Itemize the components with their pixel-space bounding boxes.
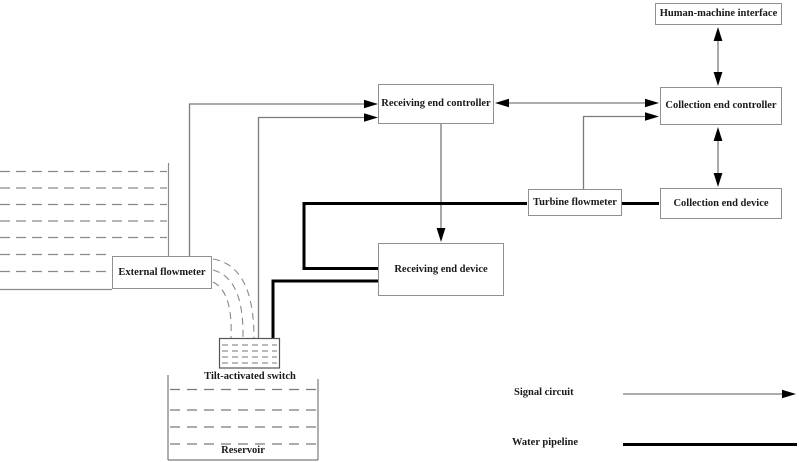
box-collection-end-controller: Collection end controller — [660, 87, 782, 125]
legend-signal-arrowhead — [782, 389, 796, 399]
legend-water-pipeline-label: Water pipeline — [512, 437, 579, 448]
signal-lines — [188, 39, 783, 395]
box-collection-end-device: Collection end device — [660, 188, 782, 219]
reservoir-tank — [167, 375, 319, 461]
box-turbine-flowmeter: Turbine flowmeter — [528, 189, 622, 216]
legend-signal-circuit-label: Signal circuit — [514, 387, 574, 398]
pipe-receiving-device-to-turbine — [302, 202, 527, 270]
box-human-machine-interface: Human-machine interface — [655, 3, 782, 25]
label-tilt-activated-switch: Tilt-activated switch — [204, 371, 296, 382]
pipe-tilt-switch-to-receiving-device — [271, 279, 378, 338]
water-pipelines — [271, 202, 797, 446]
water-channel — [0, 163, 170, 291]
box-receiving-end-device: Receiving end device — [378, 243, 504, 296]
flow-curves — [212, 258, 255, 339]
box-external-flowmeter: External flowmeter — [112, 256, 212, 289]
signal-turbine-to-collection-controller — [582, 115, 647, 189]
arrowheads — [364, 27, 796, 399]
label-reservoir: Reservoir — [221, 445, 265, 456]
signal-external-flowmeter-to-receiving-controller — [188, 103, 365, 256]
signal-tilt-switch-to-receiving-controller — [257, 116, 365, 338]
tilt-activated-switch-box — [218, 337, 281, 369]
box-receiving-end-controller: Receiving end controller — [378, 84, 494, 124]
